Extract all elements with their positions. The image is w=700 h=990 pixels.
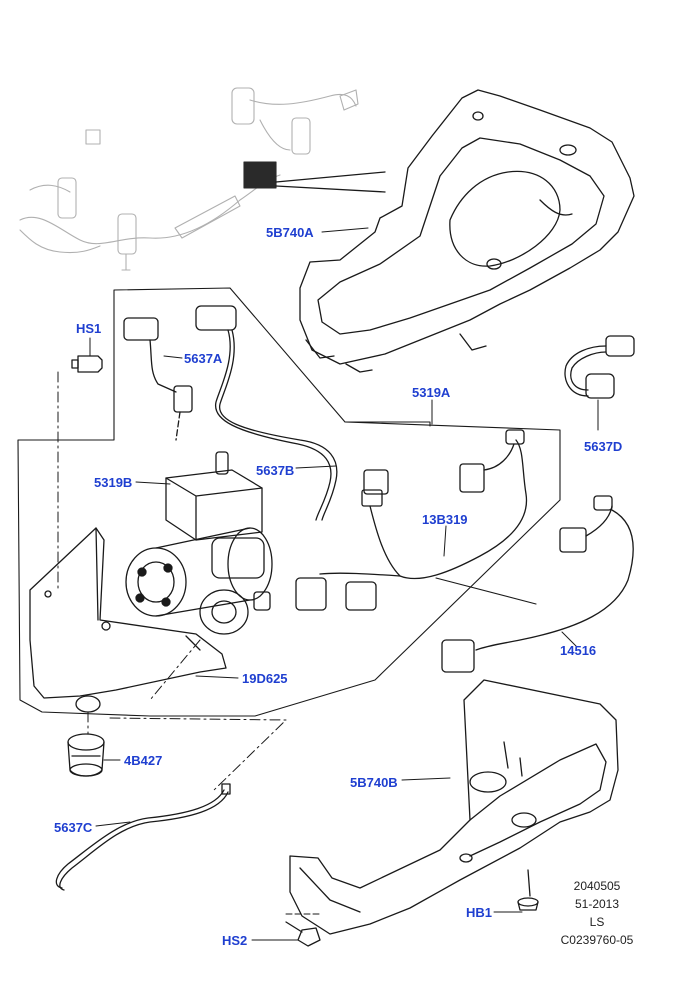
air-pipe-a-drawing — [123, 317, 193, 441]
compressor-unit-drawing — [125, 451, 273, 635]
callout-14516[interactable]: 14516 — [560, 643, 597, 658]
leader-lines — [89, 227, 599, 941]
upper-cover-drawing — [299, 89, 635, 373]
mounting-bracket-drawing — [29, 527, 227, 713]
harness-cable-drawing — [441, 495, 634, 673]
callout-HS2[interactable]: HS2 — [222, 933, 248, 948]
alignment-guides — [87, 639, 287, 791]
vehicle-locator-inset — [19, 87, 359, 271]
push-rivet-drawing — [517, 869, 539, 911]
air-pipe-b-drawing — [195, 305, 338, 521]
inset-pointer-upper — [275, 171, 386, 183]
reference-line-3: LS — [589, 915, 605, 929]
bolt-hs2-drawing — [285, 913, 321, 947]
isolator-mount-drawing — [67, 733, 105, 777]
callout-5637B[interactable]: 5637B — [256, 463, 295, 478]
lower-cover-drawing — [289, 679, 619, 935]
callout-4B427[interactable]: 4B427 — [124, 753, 163, 768]
wiring-harness-drawing — [295, 429, 537, 611]
callout-5B740B[interactable]: 5B740B — [350, 775, 398, 790]
callout-5637A[interactable]: 5637A — [184, 351, 223, 366]
callout-HB1[interactable]: HB1 — [466, 905, 493, 920]
callout-HS1[interactable]: HS1 — [76, 321, 102, 336]
air-pipe-c-drawing — [55, 783, 231, 891]
reference-line-4: C0239760-05 — [560, 933, 634, 947]
bolt-hs1-drawing — [57, 355, 103, 591]
callout-19D625[interactable]: 19D625 — [242, 671, 288, 686]
callout-5319A[interactable]: 5319A — [412, 385, 451, 400]
callout-5637C[interactable]: 5637C — [54, 820, 93, 835]
air-pipe-d-drawing — [564, 335, 635, 399]
reference-line-2: 51-2013 — [574, 897, 620, 911]
callout-5B740A[interactable]: 5B740A — [266, 225, 314, 240]
callout-5319B[interactable]: 5319B — [94, 475, 133, 490]
compressor-assembly-outline — [17, 287, 561, 717]
inset-pointer-lower — [275, 185, 386, 193]
reference-line-1: 2040505 — [573, 879, 621, 893]
compressor-location-marker — [243, 161, 277, 189]
callout-13B319[interactable]: 13B319 — [422, 512, 468, 527]
callout-5637D[interactable]: 5637D — [584, 439, 623, 454]
